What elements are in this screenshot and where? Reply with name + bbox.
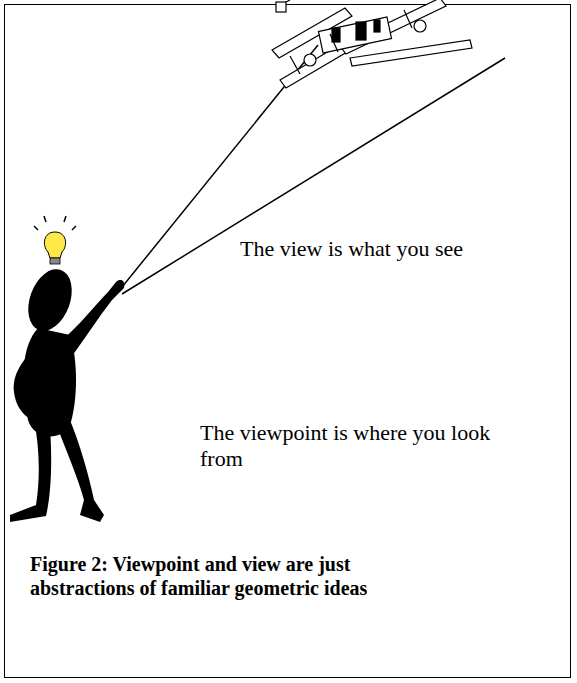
airplane: [272, 0, 472, 88]
sight-line: [122, 58, 505, 294]
person-silhouette: [10, 263, 124, 522]
figure-caption: Figure 2: Viewpoint and view are just ab…: [30, 552, 450, 600]
viewpoint-label: The viewpoint is where you look from: [200, 420, 500, 473]
figure-frame: [4, 4, 571, 678]
light-bulb: [34, 216, 76, 264]
view-label: The view is what you see: [240, 236, 463, 262]
